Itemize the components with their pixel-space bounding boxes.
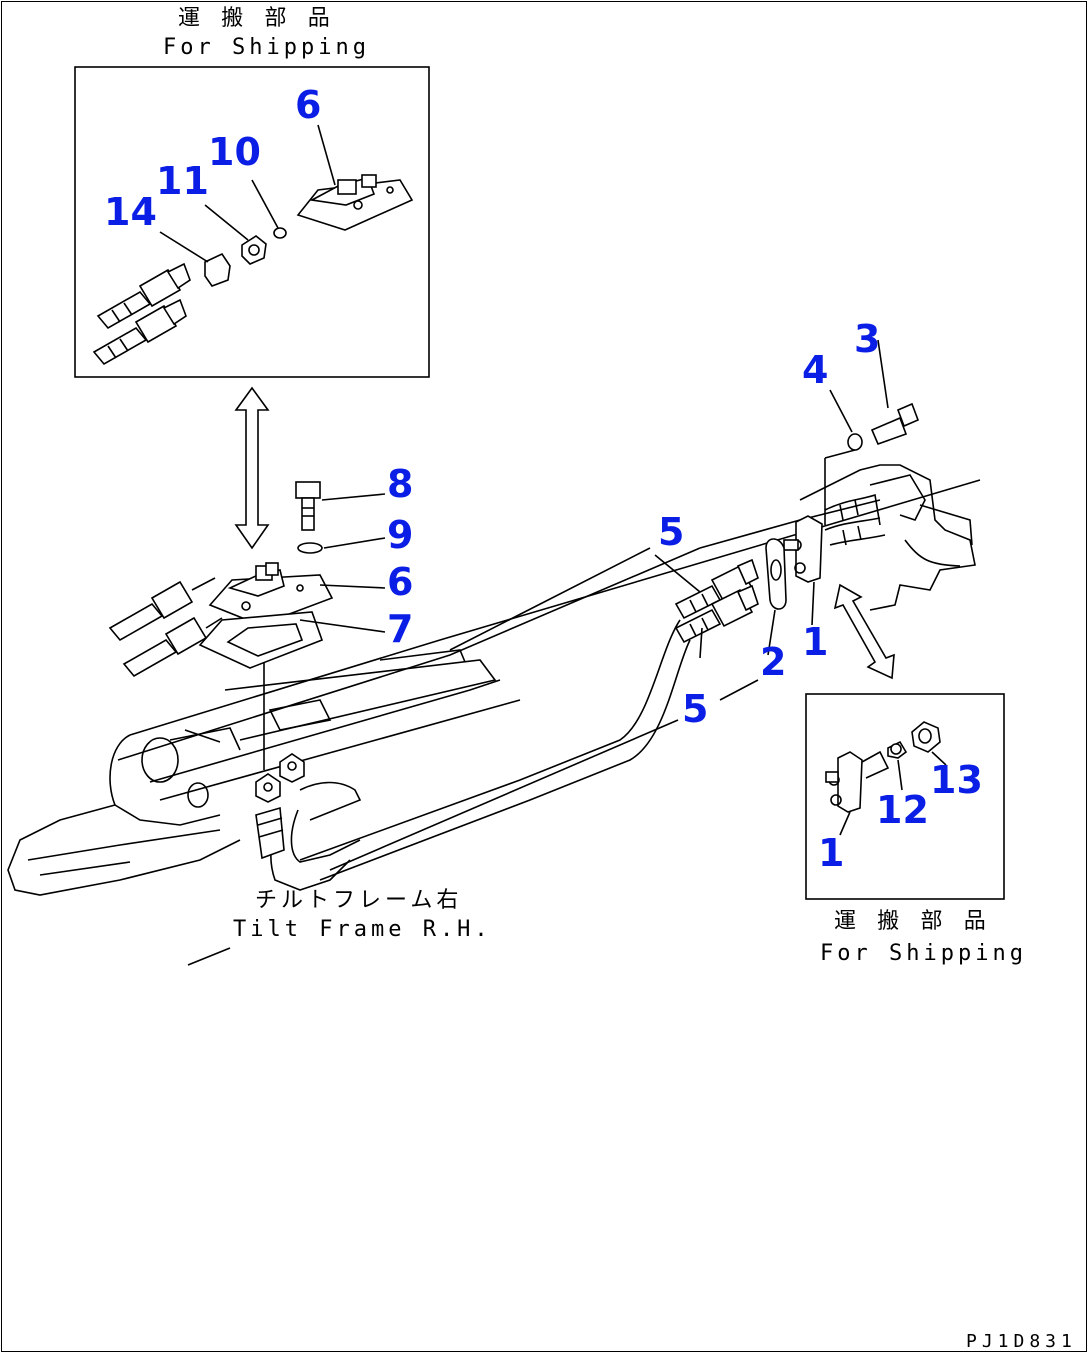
frame-caption-en: Tilt Frame R.H. [233, 917, 492, 942]
inset-top-box [74, 66, 430, 378]
callout-6-top: 6 [295, 83, 321, 127]
callout-3: 3 [854, 317, 880, 361]
gasket-7 [198, 611, 324, 669]
callout-1-inset: 1 [818, 831, 844, 875]
tilt-frame-drawing [7, 339, 981, 966]
callout-7: 7 [387, 607, 413, 651]
valve-1-main [795, 515, 823, 583]
inset-bottom-drawing [825, 721, 947, 836]
inset-top-caption-en: For Shipping [163, 35, 370, 60]
inset-bottom-caption-en: For Shipping [820, 941, 1027, 966]
callout-5-upper: 5 [658, 510, 684, 554]
inset-top-caption-jp: 運 搬 部 品 [178, 6, 334, 31]
gasket-2 [765, 538, 787, 610]
inset-bottom-caption-jp: 運 搬 部 品 [834, 909, 990, 934]
callout-8: 8 [387, 462, 413, 506]
callout-12: 12 [876, 788, 929, 832]
double-arrow-bottom [833, 583, 895, 680]
double-arrow-top [234, 386, 270, 550]
callout-1-main: 1 [802, 620, 828, 664]
callout-11: 11 [156, 159, 209, 203]
callout-9: 9 [387, 513, 413, 557]
callout-14: 14 [104, 190, 157, 234]
callout-4: 4 [802, 348, 828, 392]
callout-13: 13 [930, 758, 983, 802]
callout-5-lower: 5 [682, 687, 708, 731]
callout-10: 10 [208, 130, 261, 174]
inset-top-drawing [92, 124, 414, 366]
drawing-code: PJ1D831 [966, 1331, 1077, 1352]
callout-2: 2 [760, 640, 786, 684]
frame-caption-jp: チルトフレーム右 [255, 888, 462, 913]
callout-6-mid: 6 [387, 560, 413, 604]
inset-bottom-box [805, 693, 1005, 900]
